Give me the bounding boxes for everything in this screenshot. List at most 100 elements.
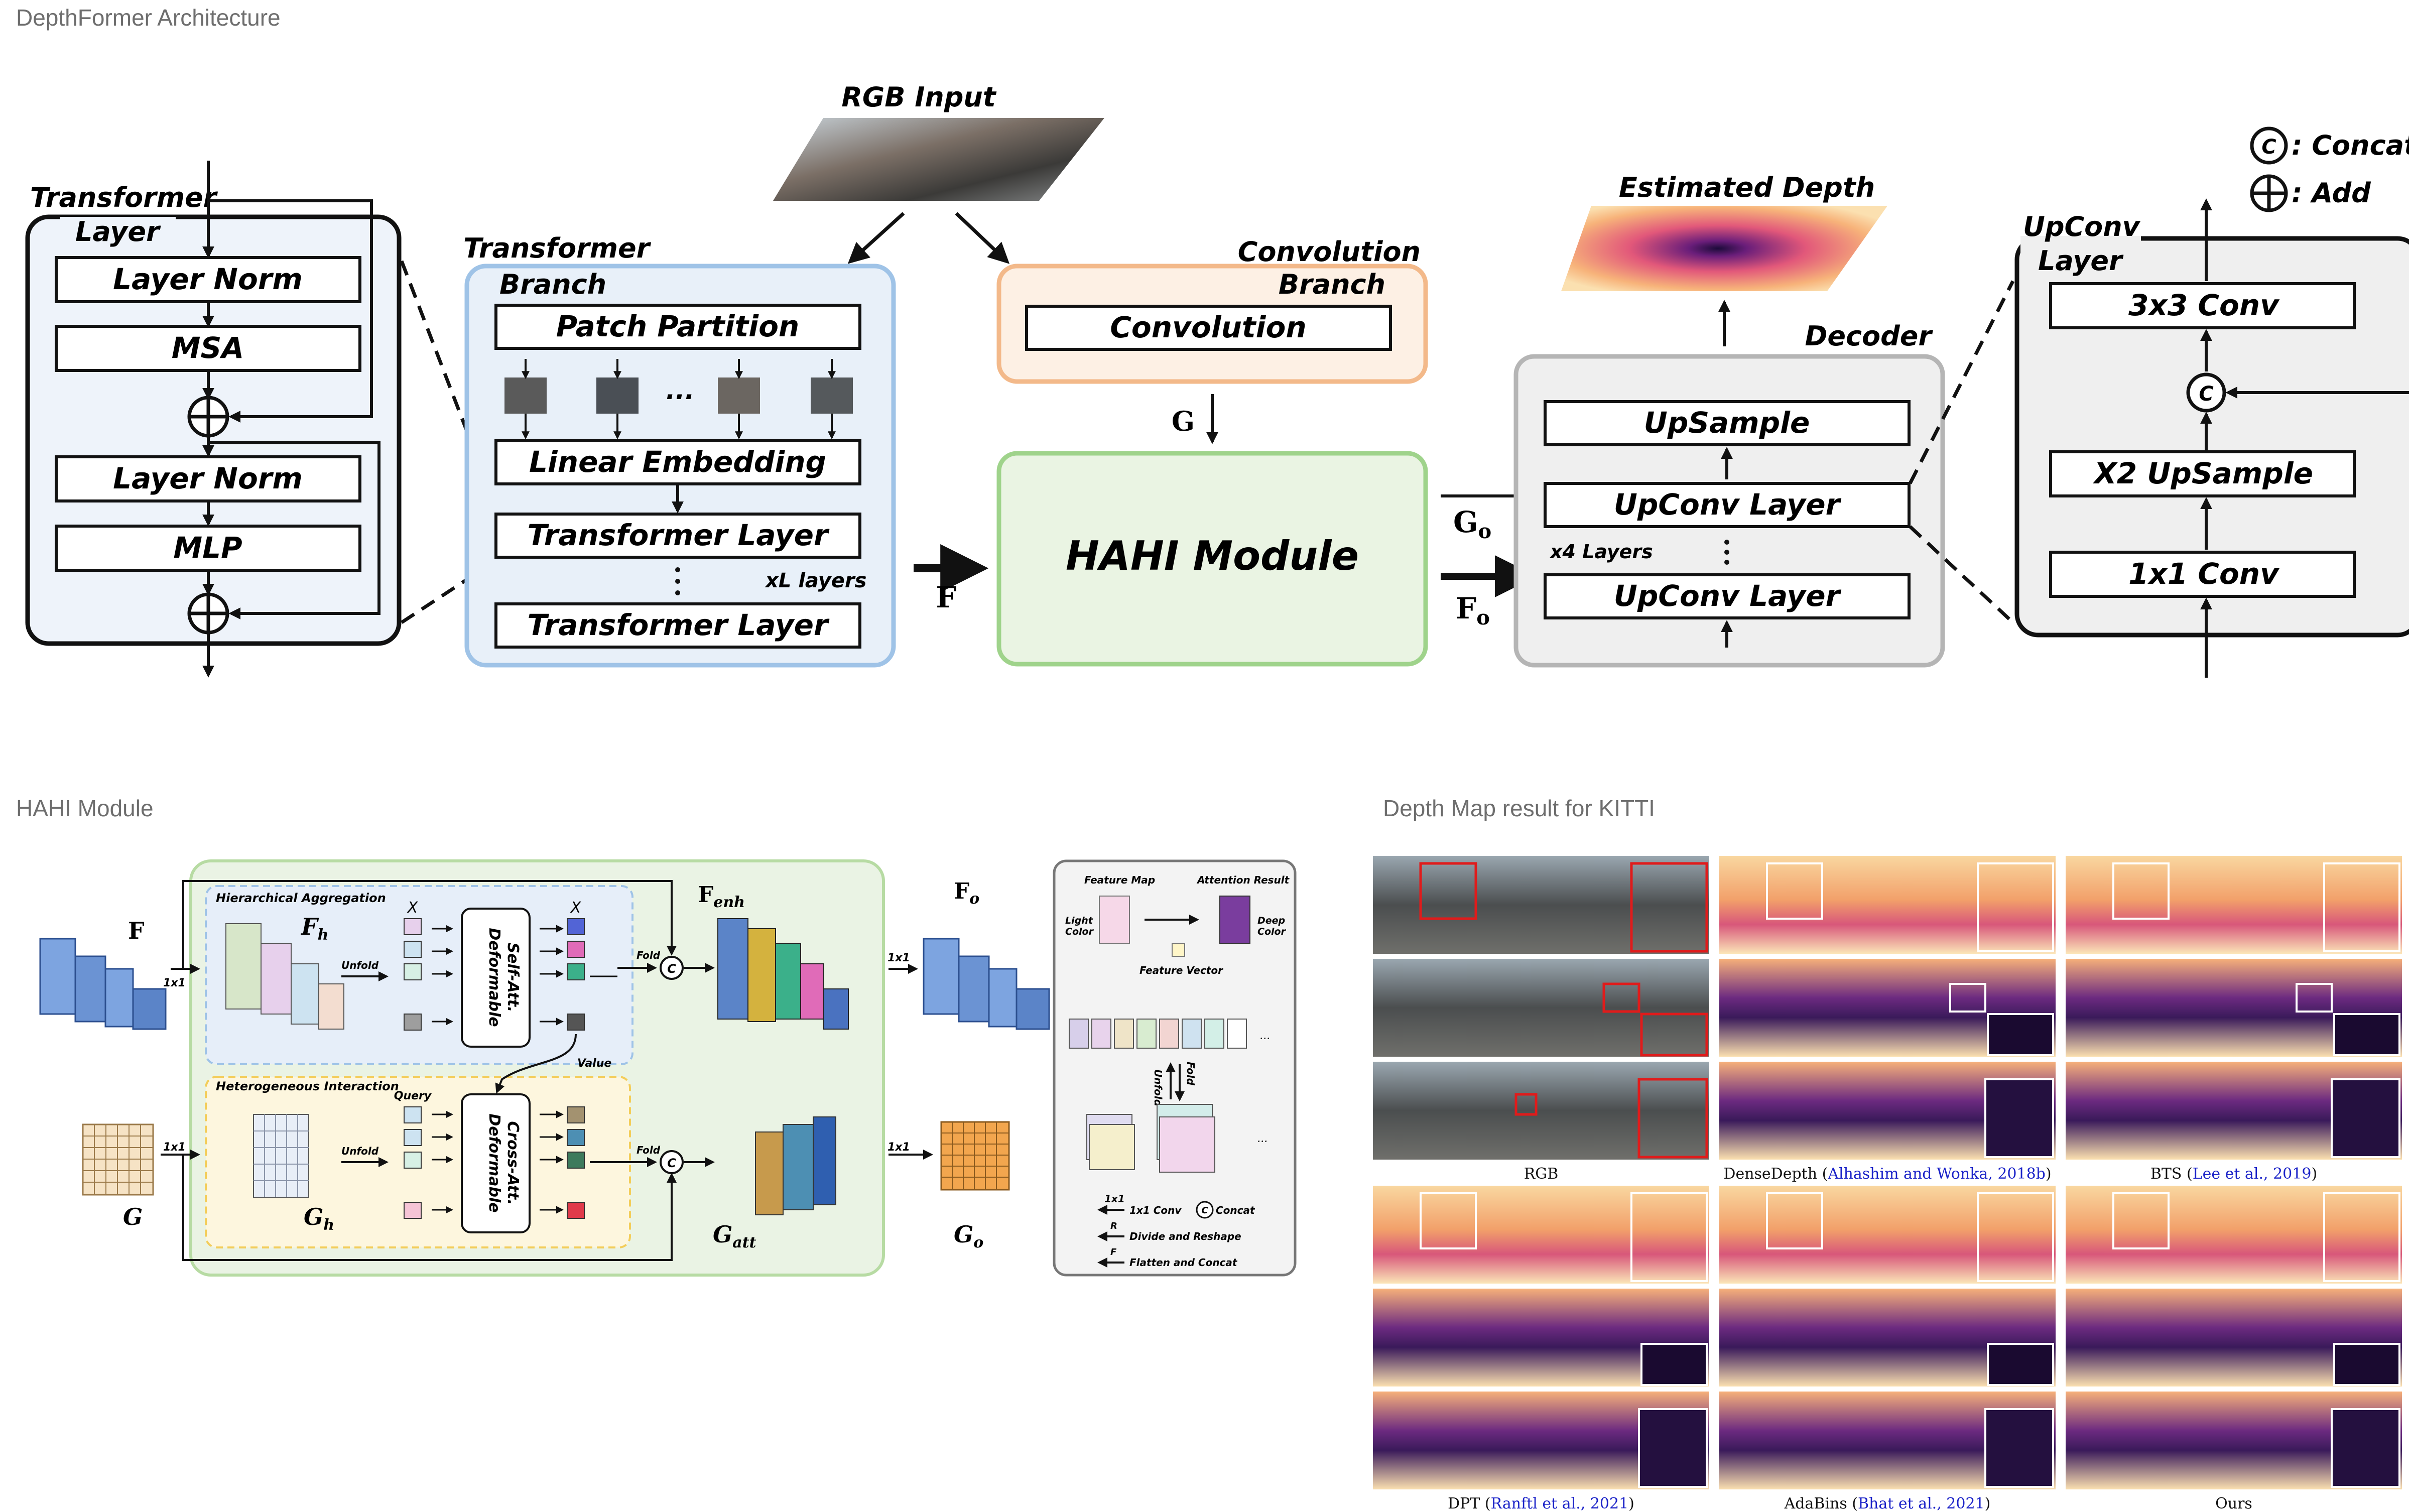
upsample-box — [1544, 400, 1911, 446]
transformer-layer-label-2: Transformer Layer — [527, 608, 829, 642]
transformer-layer-box-1 — [494, 513, 861, 559]
estimated-depth-image — [1561, 206, 1887, 291]
x2-upsample-box — [2049, 450, 2356, 497]
unfold-label-2: Unfold — [341, 1145, 379, 1157]
f0-label: Fo — [1456, 591, 1490, 629]
transformer-layer-title-2: Layer — [75, 216, 161, 247]
x-hat-label: X — [570, 899, 582, 917]
g0-label: Go — [1453, 505, 1491, 543]
legend-divide-reshape: Divide and Reshape — [1129, 1230, 1241, 1242]
conv3x3-label: 3x3 Conv — [2128, 288, 2280, 322]
transformer-layer-title-1: Transformer — [30, 182, 218, 213]
legend-concat-item: Concat — [1216, 1204, 1255, 1216]
legend-flatten-concat: Flatten and Concat — [1129, 1256, 1238, 1269]
add-node-2 — [187, 592, 229, 635]
svg-text:C: C — [667, 962, 676, 976]
rgb-input: RGB Input — [773, 81, 1104, 264]
legend-key-r: R — [1110, 1221, 1117, 1231]
conv1x1-box — [2049, 551, 2356, 598]
x4-layers-label: x4 Layers — [1549, 541, 1653, 563]
caption-dpt: DPT (Ranftl et al., 2021) — [1448, 1495, 1634, 1512]
hahi-fo-label: Fo — [954, 878, 979, 908]
mlp-label: MLP — [173, 531, 242, 565]
msa-label: MSA — [172, 331, 244, 365]
estimated-depth: Estimated Depth — [1561, 172, 1887, 346]
panel-bts — [2066, 856, 2402, 1160]
legend-light-color-1: Light — [1065, 915, 1093, 926]
convolution-box — [1025, 305, 1392, 351]
patch-partition-label: Patch Partition — [556, 309, 799, 343]
panel-dpt — [1373, 1186, 1709, 1489]
legend-key-f: F — [1110, 1247, 1117, 1257]
token-column-x-hat — [567, 918, 585, 1031]
rgb-input-label: RGB Input — [841, 81, 996, 113]
architecture-title: DepthFormer Architecture — [16, 5, 281, 31]
legend-add-label: : Add — [2292, 177, 2371, 209]
upconv-title-1: UpConv — [2023, 211, 2141, 242]
legend-unfold: Unfold — [1152, 1069, 1164, 1107]
go-conv-label: 1x1 — [887, 1141, 910, 1154]
panel-densedepth — [1719, 856, 2056, 1160]
legend-concat-icon: C — [1201, 1205, 1208, 1216]
hahi-module-block: HAHI Module — [996, 451, 1428, 667]
hahi-module-label: HAHI Module — [1066, 533, 1359, 579]
architecture-diagram: Transformer Layer Layer Norm MSA Layer N… — [25, 81, 2409, 678]
legend-flat-vectors — [1069, 1019, 1247, 1049]
legend-ellipsis-1: ... — [1260, 1030, 1271, 1042]
architecture-legend: C : Concat : Add — [2250, 127, 2409, 212]
patch-partition-box — [494, 304, 861, 350]
panel-rgb — [1373, 856, 1709, 1160]
convolution-branch-title-1: Convolution — [1238, 236, 1421, 268]
estimated-depth-label: Estimated Depth — [1619, 172, 1875, 203]
value-label: Value — [577, 1057, 611, 1070]
legend-feature-map: Feature Map — [1084, 874, 1155, 886]
transformer-layer-detail: Transformer Layer Layer Norm MSA Layer N… — [25, 161, 402, 678]
conv3x3-box — [2049, 282, 2356, 329]
upsample-label: UpSample — [1644, 406, 1810, 440]
legend-stacked-blocks — [1086, 1104, 1215, 1173]
gatt-stack — [755, 1116, 836, 1215]
concat-node: C — [2186, 372, 2226, 413]
panel-adabins — [1719, 1186, 2056, 1489]
convolution-label: Convolution — [1110, 310, 1306, 344]
fold-label-2: Fold — [637, 1144, 661, 1156]
convolution-branch-title-2: Branch — [1279, 269, 1385, 300]
query-label: Query — [394, 1090, 432, 1102]
transformer-branch-title-2: Branch — [499, 269, 606, 300]
caption-rgb: RGB — [1524, 1165, 1559, 1183]
svg-text:C: C — [667, 1156, 676, 1170]
unfold-label-1: Unfold — [341, 959, 379, 971]
rgb-input-image — [773, 118, 1104, 201]
hahi-go-label: Go — [954, 1221, 983, 1251]
upconv-layer-detail: UpConv Layer 3x3 Conv C X2 UpSample 1x1 … — [2014, 198, 2409, 678]
hahi-gatt-label: Gatt — [713, 1221, 756, 1251]
hahi-module-diagram: Hierarchical Aggregation Heterogeneous I… — [39, 859, 1297, 1277]
hahi-fh-label: Fh — [300, 913, 328, 944]
legend-add-icon — [2250, 174, 2288, 212]
deformable-cross-att-label-2: Cross-Att. — [504, 1121, 522, 1205]
hierarchical-aggregation-label: Hierarchical Aggregation — [216, 891, 386, 905]
linear-embedding-box — [494, 439, 861, 485]
upconv-layer-label-1: UpConv Layer — [1614, 487, 1842, 522]
caption-adabins: AdaBins (Bhat et al., 2021) — [1784, 1495, 1991, 1512]
patch-thumbnails — [504, 359, 853, 440]
legend-key-1x1: 1x1 — [1104, 1193, 1125, 1205]
upconv-layer-box-2 — [1544, 573, 1911, 619]
conv1x1-label: 1x1 Conv — [2128, 557, 2280, 591]
f-conv-label: 1x1 — [163, 977, 186, 989]
add-node-1 — [187, 396, 229, 438]
linear-embedding-label: Linear Embedding — [529, 445, 826, 479]
hahi-f-label: F — [128, 917, 145, 944]
deformable-cross-att-box — [461, 1093, 531, 1233]
msa-box — [55, 325, 361, 372]
x2-upsample-label: X2 UpSample — [2093, 456, 2313, 490]
hahi-title: HAHI Module — [16, 795, 154, 821]
f-input-cubes — [39, 938, 167, 1030]
go-output-grid — [940, 1121, 1010, 1191]
hahi-fenh-label: Fenh — [698, 882, 745, 911]
patch-ellipsis: ... — [666, 376, 695, 405]
token-column-cross-out — [567, 1106, 585, 1219]
caption-bts: BTS (Lee et al., 2019) — [2150, 1165, 2317, 1183]
xl-layers-label: xL layers — [765, 569, 866, 592]
